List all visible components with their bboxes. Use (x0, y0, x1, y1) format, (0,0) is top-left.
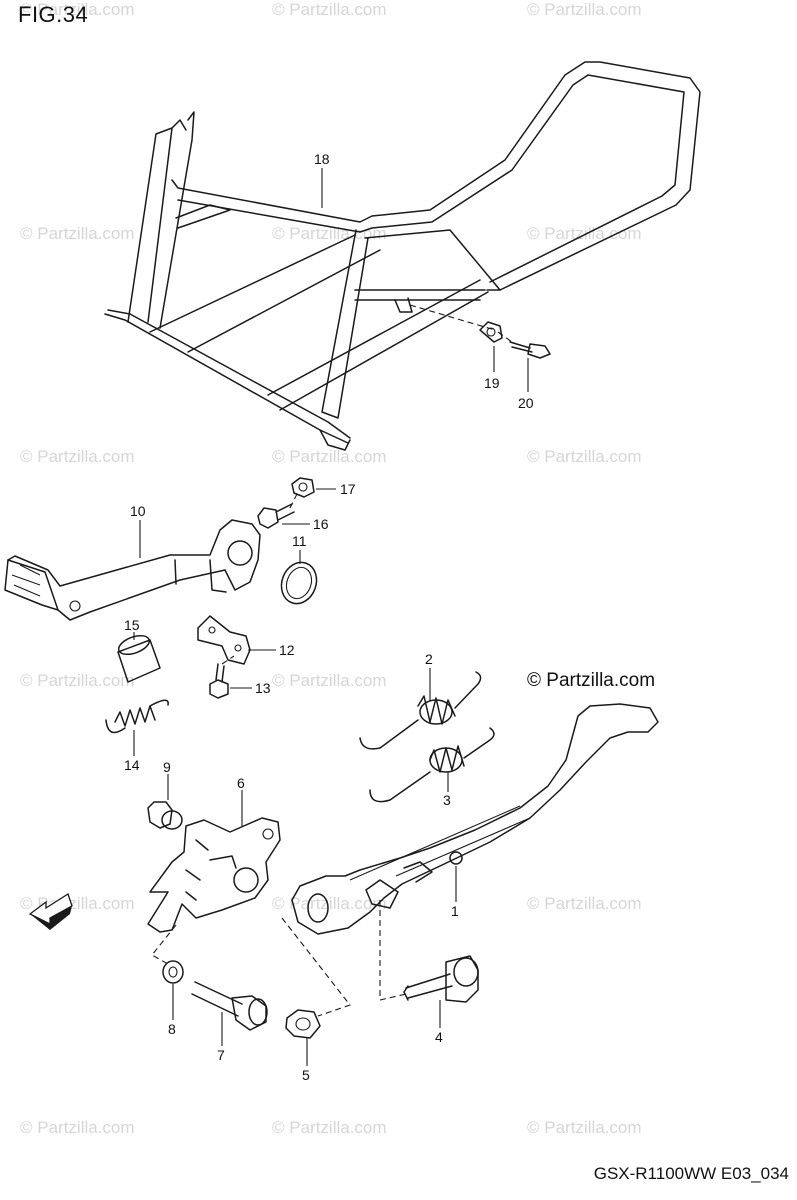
bolt-4 (379, 900, 479, 1003)
watermark: © Partzilla.com (527, 447, 642, 466)
assembly-line (151, 924, 177, 965)
stand-frame (104, 61, 701, 451)
watermark: © Partzilla.com (272, 894, 387, 913)
bolt-16 (257, 491, 299, 529)
watermark: © Partzilla.com (272, 1118, 387, 1137)
spacer-19 (479, 321, 503, 343)
callout-15: 15 (124, 617, 140, 633)
bracket-12 (197, 615, 251, 665)
watermark: © Partzilla.com (272, 224, 387, 243)
callout-3: 3 (443, 792, 451, 808)
callout-10: 10 (130, 503, 146, 519)
callout-12: 12 (279, 642, 295, 658)
brake-pedal (4, 519, 261, 621)
spring-2 (359, 671, 482, 750)
callout-14: 14 (124, 757, 140, 773)
callout-13: 13 (255, 680, 271, 696)
callout-4: 4 (435, 1029, 443, 1045)
spring-14 (105, 699, 169, 734)
bolt-13 (209, 655, 235, 699)
spring-3 (369, 727, 495, 803)
callout-5: 5 (302, 1067, 310, 1083)
watermark: © Partzilla.com (527, 0, 642, 19)
callout-17: 17 (340, 481, 356, 497)
watermark: © Partzilla.com (20, 0, 135, 19)
watermark: © Partzilla.com (20, 447, 135, 466)
watermark: © Partzilla.com (272, 671, 387, 690)
watermark: © Partzilla.com (20, 224, 135, 243)
figure-title: FIG.34 (18, 2, 89, 27)
callout-8: 8 (168, 1021, 176, 1037)
callout-19: 19 (484, 375, 500, 391)
bolt-20 (497, 331, 551, 359)
assembly-line (281, 917, 351, 1017)
brand-mark: © Partzilla.com (527, 670, 656, 691)
watermark: © Partzilla.com (527, 224, 642, 243)
callout-18: 18 (314, 151, 330, 167)
bushing-15 (117, 634, 161, 683)
callout-6: 6 (237, 775, 245, 791)
front-direction-arrow-icon (28, 893, 73, 930)
callout-1: 1 (451, 903, 459, 919)
bracket-6 (147, 817, 281, 933)
nut-17 (291, 477, 315, 498)
side-stand (291, 703, 659, 935)
callout-20: 20 (518, 395, 534, 411)
seal-11 (280, 561, 318, 605)
collar-9 (147, 801, 183, 830)
watermark: © Partzilla.com (272, 447, 387, 466)
callout-2: 2 (425, 651, 433, 667)
nut-5 (285, 1009, 321, 1039)
watermark: © Partzilla.com (527, 1118, 642, 1137)
washer-8 (162, 960, 184, 984)
watermark: © Partzilla.com (20, 671, 135, 690)
callout-16: 16 (313, 516, 329, 532)
callout-9: 9 (163, 759, 171, 775)
watermark: © Partzilla.com (527, 894, 642, 913)
bolt-7 (191, 981, 268, 1031)
watermark: © Partzilla.com (272, 0, 387, 19)
watermark: © Partzilla.com (20, 1118, 135, 1137)
callout-11: 11 (292, 533, 307, 549)
footer-code: GSX-R1100WW E03_034 (593, 1164, 789, 1183)
callout-7: 7 (217, 1047, 225, 1063)
